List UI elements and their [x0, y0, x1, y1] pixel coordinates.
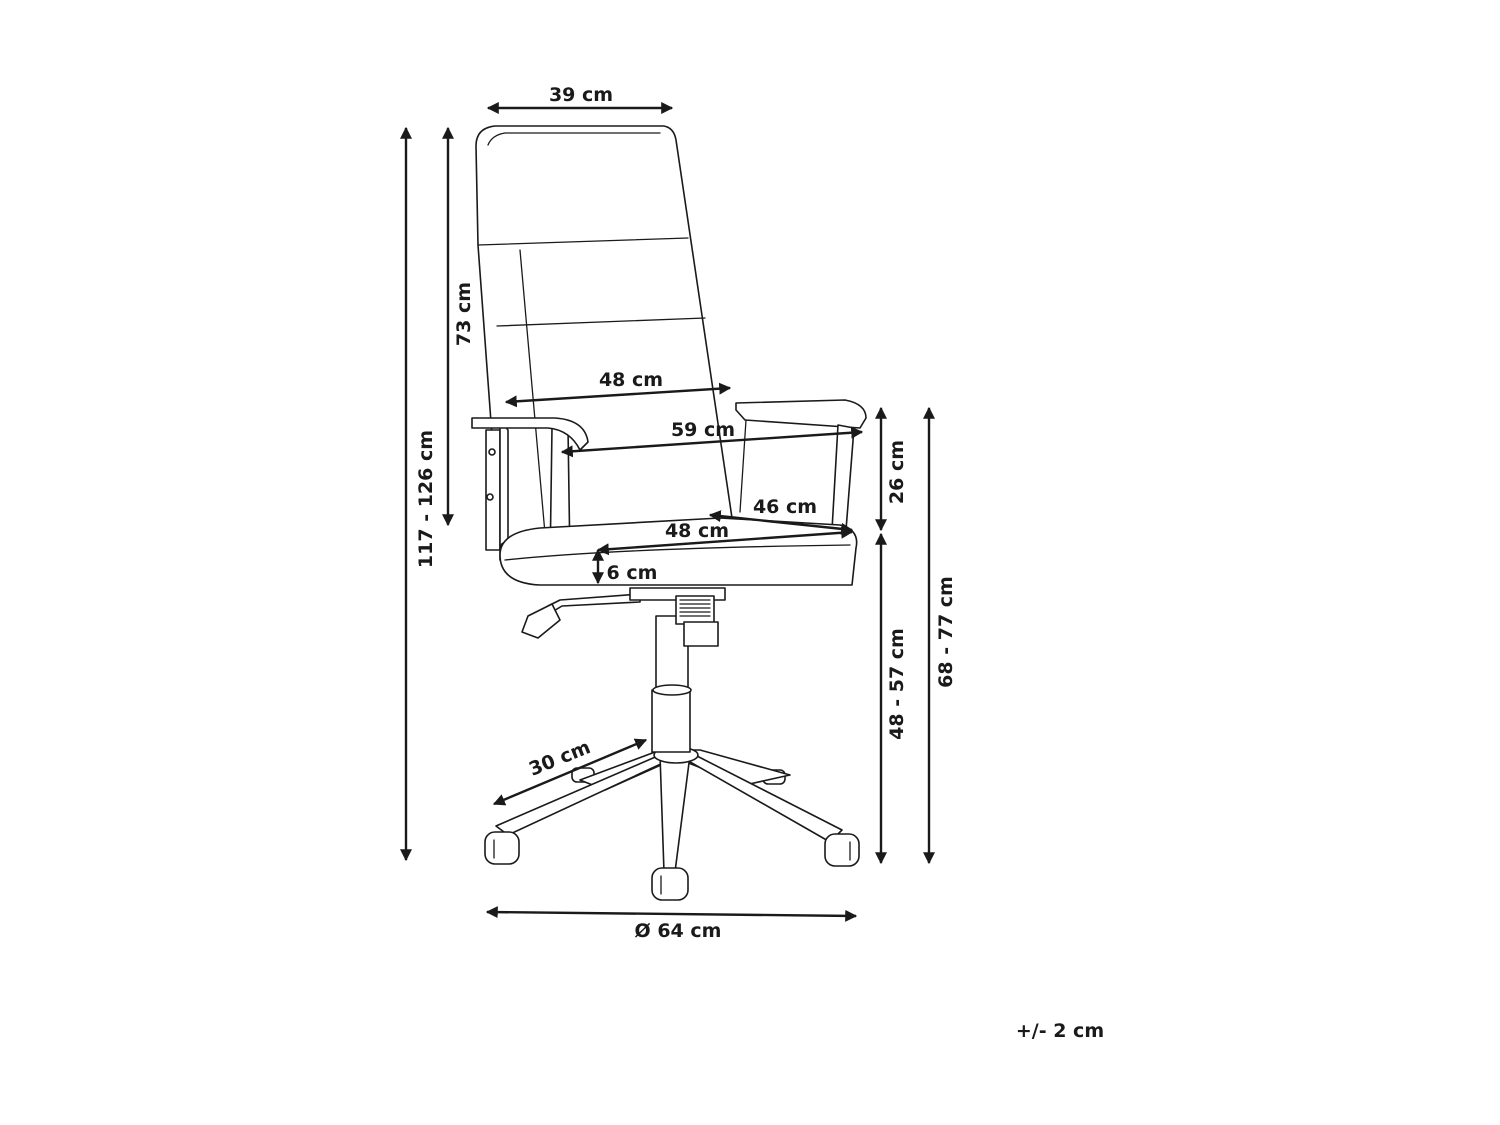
label-seat-height: 48 - 57 cm [886, 628, 908, 740]
dim-line-backrest-lower-width [504, 382, 732, 408]
dimension-lines [400, 102, 935, 922]
seat-mechanism [629, 587, 726, 647]
label-seat-thickness: 6 cm [607, 562, 658, 584]
caster-wheel [484, 831, 520, 865]
label-armrest-height: 26 cm [886, 440, 908, 504]
dim-line-seat-width [596, 526, 854, 556]
label-backrest-height: 73 cm [453, 282, 475, 346]
label-armrest-span: 59 cm [671, 419, 735, 441]
gas-lift [651, 615, 692, 753]
label-total-height: 117 - 126 cm [415, 430, 437, 568]
label-backrest-width: 39 cm [549, 84, 613, 106]
label-base-diameter: Ø 64 cm [635, 920, 722, 942]
height-lever [521, 593, 641, 639]
label-seat-depth: 46 cm [753, 496, 817, 518]
caster-wheel [651, 867, 689, 901]
dim-line-base-diameter [485, 906, 858, 922]
label-seat-width: 48 cm [665, 520, 729, 542]
caster-wheel [824, 833, 860, 867]
dim-line-leg-length [492, 738, 648, 806]
label-backrest-lower-width: 48 cm [599, 369, 663, 391]
backrest [475, 125, 737, 546]
dim-line-armrest-span [560, 426, 864, 458]
label-tolerance: +/- 2 cm [1016, 1020, 1104, 1042]
label-armrest-floor-height: 68 - 77 cm [935, 576, 957, 688]
